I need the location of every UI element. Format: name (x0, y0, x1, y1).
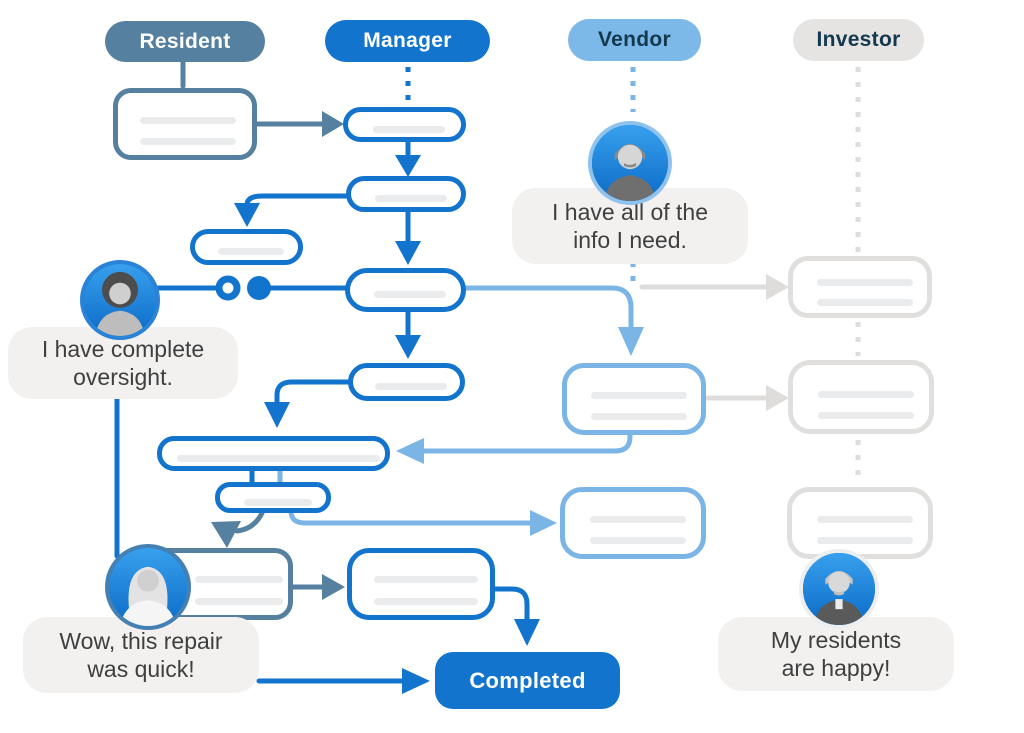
completed-label: Completed (469, 667, 586, 693)
lane-label-resident: Resident (139, 29, 231, 53)
resident-speech-bubble: Wow, this repair was quick! (23, 617, 259, 693)
vendor-step-1-node (562, 363, 706, 435)
lane-label-manager: Manager (363, 29, 452, 52)
manager-step-1-node (343, 107, 466, 142)
vendor-step-2-node (560, 487, 706, 559)
blonde-woman-photo-icon (109, 548, 187, 626)
manager-step-3-node (345, 268, 466, 312)
oversight-bubble-line-1: I have complete (41, 336, 205, 362)
lane-label-vendor: Vendor (598, 28, 671, 51)
gray-haired-man-photo-icon (803, 553, 875, 625)
manager-wide-step-node (157, 436, 390, 471)
mustached-man-photo-icon (592, 125, 668, 201)
manager-small-step-node (215, 482, 331, 513)
resident-update-node (190, 229, 303, 265)
vendor-avatar (588, 121, 672, 205)
vendor-bubble-line-2: info I need. (573, 227, 687, 253)
lane-pill-investor: Investor (793, 19, 924, 61)
lane-pill-resident: Resident (105, 21, 265, 62)
investor-speech-bubble: My residents are happy! (718, 617, 954, 691)
completed-button: Completed (435, 652, 620, 709)
resident-request-node (113, 88, 257, 160)
investor-bubble-line-2: are happy! (781, 655, 891, 681)
oversight-bubble-line-2: oversight. (73, 364, 173, 390)
lane-label-investor: Investor (816, 28, 901, 51)
manager-final-node (347, 548, 495, 620)
investor-update-1-node (788, 256, 932, 318)
manager-step-2-node (346, 176, 466, 212)
resident-avatar (105, 544, 191, 630)
lane-pill-vendor: Vendor (568, 19, 701, 61)
curly-woman-photo-icon (84, 264, 156, 336)
lane-pill-manager: Manager (325, 20, 490, 62)
investor-update-2-node (788, 360, 934, 434)
investor-update-3-node (787, 487, 933, 559)
investor-avatar (799, 549, 879, 629)
wow-bubble-line-2: was quick! (87, 656, 195, 682)
wow-bubble-line-1: Wow, this repair (59, 628, 223, 654)
manager-oversight-speech-bubble: I have complete oversight. (8, 327, 238, 399)
investor-bubble-line-1: My residents (770, 627, 902, 653)
resident-manager-avatar (80, 260, 160, 340)
manager-step-4-node (348, 363, 465, 401)
